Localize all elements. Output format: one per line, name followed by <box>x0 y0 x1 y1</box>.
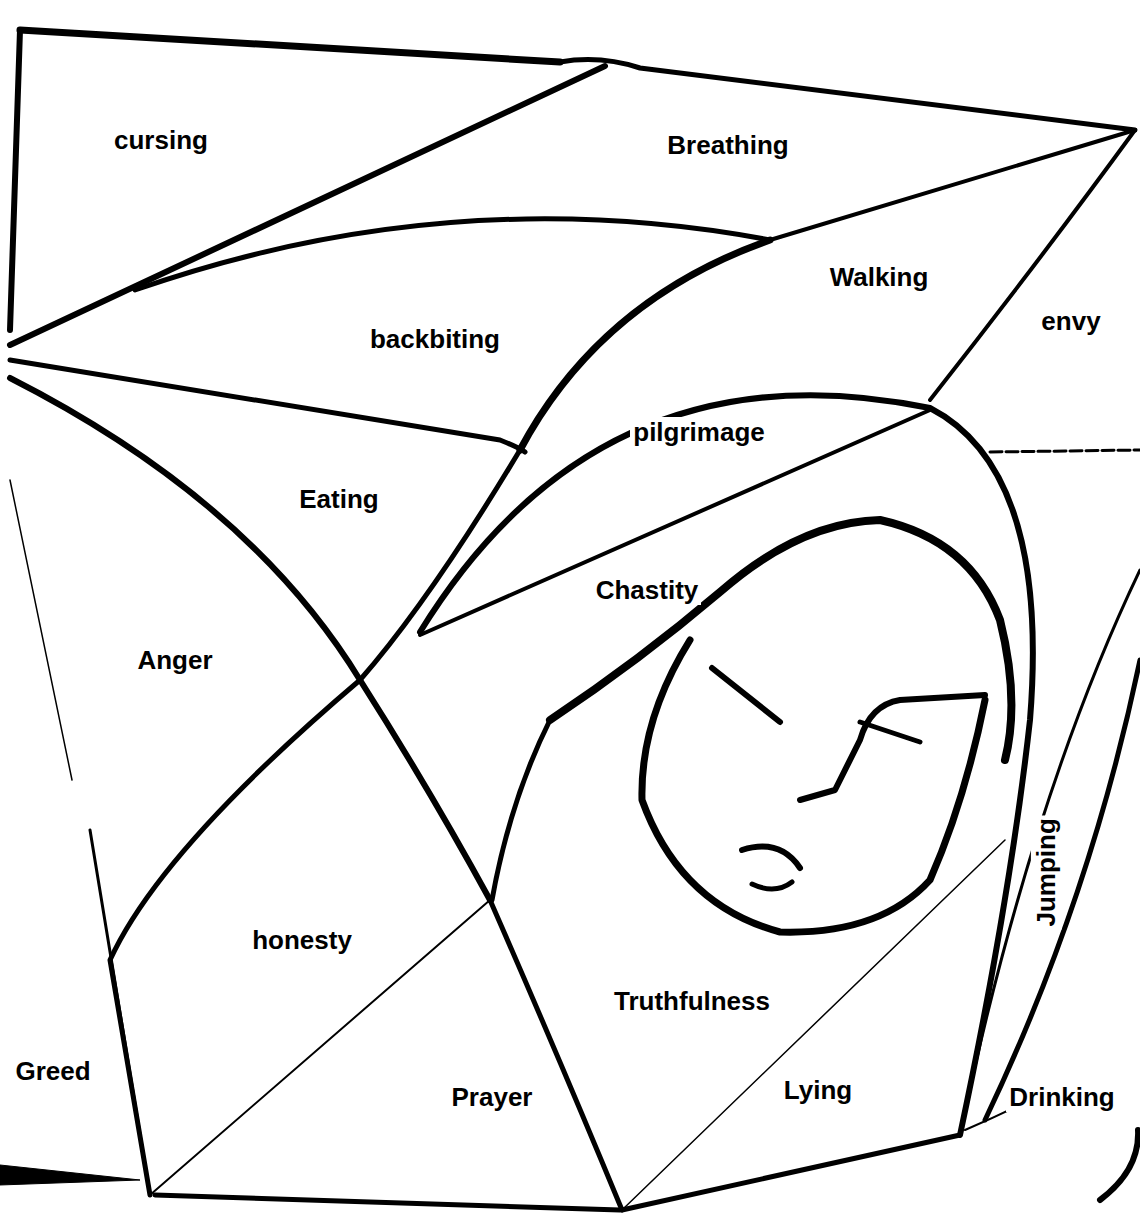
region-label: Walking <box>827 262 932 293</box>
region-label: backbiting <box>367 324 503 355</box>
region-label: Drinking <box>1006 1082 1117 1113</box>
region-label: Jumping <box>1031 815 1062 929</box>
region-label: Prayer <box>449 1082 536 1113</box>
region-label: Lying <box>781 1075 855 1106</box>
region-label: Eating <box>296 484 381 515</box>
region-label: pilgrimage <box>630 417 767 448</box>
region-label: Truthfulness <box>611 986 773 1017</box>
region-label: Chastity <box>593 575 702 606</box>
region-label: envy <box>1038 306 1103 337</box>
region-label: honesty <box>249 925 355 956</box>
region-label: Greed <box>12 1056 93 1087</box>
region-label: Breathing <box>664 130 791 161</box>
region-label: cursing <box>111 125 211 156</box>
region-label: Anger <box>134 645 215 676</box>
